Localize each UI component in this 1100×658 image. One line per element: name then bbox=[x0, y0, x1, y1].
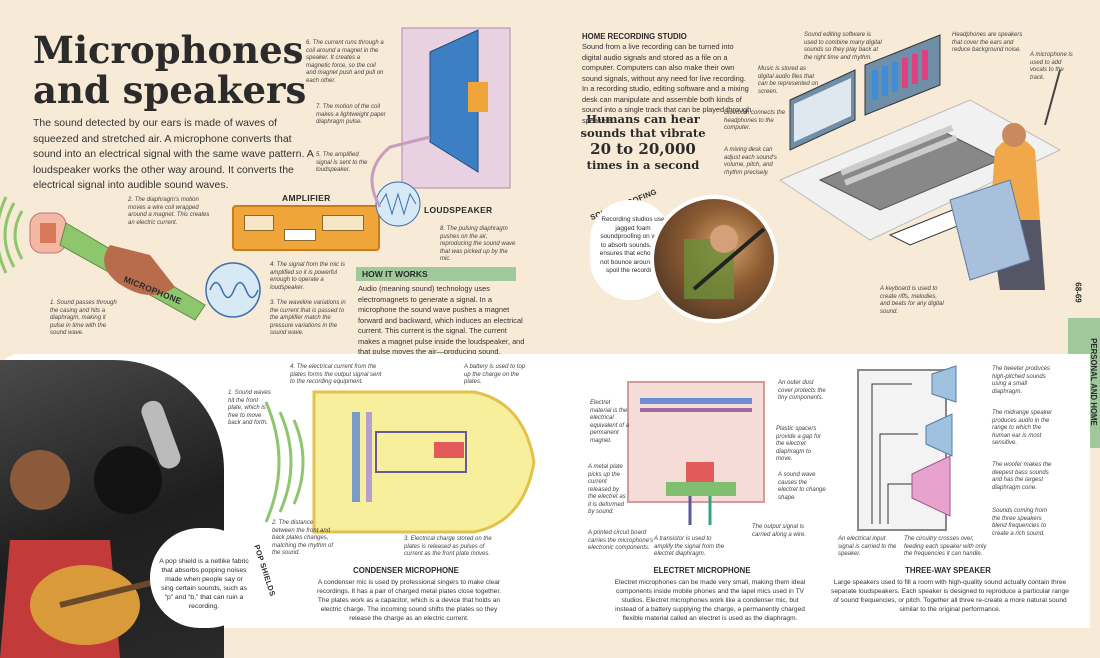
condenser-heading: CONDENSER MICROPHONE bbox=[353, 566, 459, 575]
step5-note: 5. The amplified signal is sent to the l… bbox=[316, 152, 368, 173]
electret-diagram bbox=[627, 381, 765, 525]
tweeter-note: The tweeter produces high-pitched sounds… bbox=[992, 366, 1051, 395]
page-title: Microphones and speakers bbox=[33, 28, 307, 112]
midrange-note: The midrange speaker produces audio in t… bbox=[992, 410, 1053, 446]
step8-note: 8. The pulsing diaphragm pushes on the a… bbox=[440, 226, 516, 262]
loudspeaker-illustration bbox=[370, 27, 511, 227]
electret-material-note: Electret material is the electrical equi… bbox=[590, 400, 630, 444]
sounds-note: Sounds coming from the three speakers bl… bbox=[992, 508, 1048, 537]
electret-spacers-note: Plastic spacers provide a gap for the el… bbox=[776, 426, 822, 462]
condenser-battery-note: A battery is used to top up the charge o… bbox=[464, 364, 526, 385]
how-it-works-heading: HOW IT WORKS bbox=[356, 267, 516, 281]
pop-shield-bubble bbox=[150, 528, 258, 628]
music-note: Music is stored as digital audio files t… bbox=[758, 66, 819, 95]
intro-text: The sound detected by our ears is made o… bbox=[33, 117, 314, 191]
electret-transistor-note: A transistor is used to amplify the sign… bbox=[654, 536, 725, 557]
studio-illustration bbox=[778, 34, 1062, 290]
condenser-diagram bbox=[264, 390, 536, 534]
big-fact-line3: 20 to 20,000 bbox=[590, 140, 696, 158]
condenser-note-3: 3. Electrical charge stored on the plate… bbox=[404, 536, 492, 557]
condenser-note-1: 1. Sound waves hit the front plate, whic… bbox=[228, 390, 271, 426]
condenser-note-2: 2. The distance between the front and ba… bbox=[272, 520, 334, 556]
three-way-heading: THREE-WAY SPEAKER bbox=[905, 566, 991, 575]
electret-wave-note: A sound wave causes the electret to chan… bbox=[778, 472, 826, 501]
step1-note: 1. Sound passes through the casing and h… bbox=[50, 300, 117, 336]
step2-note: 2. The diaphragm's motion moves a wire c… bbox=[128, 197, 210, 226]
step4-note: 4. The signal from the mic is amplified … bbox=[270, 262, 346, 291]
step7-note: 7. The motion of the coil makes a lightw… bbox=[316, 104, 386, 125]
mic-note: A microphone is used to add vocals to th… bbox=[1030, 52, 1073, 81]
big-fact-line4: times in a second bbox=[586, 158, 700, 172]
how-it-works-text: Audio (meaning sound) technology uses el… bbox=[358, 284, 525, 356]
studio-text: Sound from a live recording can be turne… bbox=[582, 42, 752, 125]
step3-note: 3. The waveline variations in the curren… bbox=[270, 300, 346, 336]
three-way-text: Large speakers used to fill a room with … bbox=[831, 579, 1069, 613]
mixing-desk-note: A mixing desk can adjust each sound's vo… bbox=[724, 147, 777, 176]
big-fact-line2: sounds that vibrate bbox=[580, 126, 706, 140]
editing-software-note: Sound editing software is used to combin… bbox=[804, 32, 882, 61]
circuitry-note: The circuitry crosses over, feeding each… bbox=[904, 536, 987, 557]
electret-plate-note: A metal plate picks up the current relea… bbox=[588, 464, 626, 515]
studio-heading: HOME RECORDING STUDIO bbox=[582, 32, 687, 41]
loudspeaker-label: LOUDSPEAKER bbox=[424, 205, 493, 215]
electret-cover-note: An outer dust cover protects the tiny co… bbox=[778, 380, 826, 401]
electret-heading: ELECTRET MICROPHONE bbox=[653, 566, 751, 575]
guitarist-photo bbox=[650, 195, 778, 323]
woofer-note: The woofer makes the deepest bass sounds… bbox=[992, 462, 1052, 491]
headphones-note: Headphones are speakers that cover the e… bbox=[952, 32, 1023, 53]
soundproofing-text: Recording studios use jagged foam soundp… bbox=[599, 216, 667, 274]
input-note: An electrical input signal is carried to… bbox=[838, 536, 897, 557]
amplifier-illustration bbox=[232, 205, 380, 251]
amplifier-label: AMPLIFIER bbox=[282, 193, 331, 203]
condenser-text: A condenser mic is used by professional … bbox=[317, 579, 501, 622]
bluetooth-note: Bluetooth connects the headphones to the… bbox=[724, 110, 786, 131]
pop-shield-text: A pop shield is a netlike fabric that ab… bbox=[159, 558, 249, 610]
electret-text: Electret microphones can be made very sm… bbox=[614, 579, 806, 622]
step6-note: 6. The current runs through a coil aroun… bbox=[306, 40, 384, 84]
big-fact: Humans can hear sounds that vibrate 20 t… bbox=[578, 112, 708, 172]
microphone-illustration bbox=[0, 196, 261, 321]
condenser-note-4: 4. The electrical current from the plate… bbox=[290, 364, 382, 385]
big-fact-line1: Humans can hear bbox=[586, 112, 700, 126]
singer-photo bbox=[0, 360, 224, 658]
three-way-speaker-diagram bbox=[857, 365, 957, 531]
page-numbers: 68-69 bbox=[1073, 282, 1083, 303]
electret-output-note: The output signal is carried along a wir… bbox=[752, 524, 807, 538]
keyboard-note: A keyboard is used to create riffs, melo… bbox=[880, 286, 944, 315]
electret-board-note: A printed circuit board carries the micr… bbox=[588, 530, 654, 551]
